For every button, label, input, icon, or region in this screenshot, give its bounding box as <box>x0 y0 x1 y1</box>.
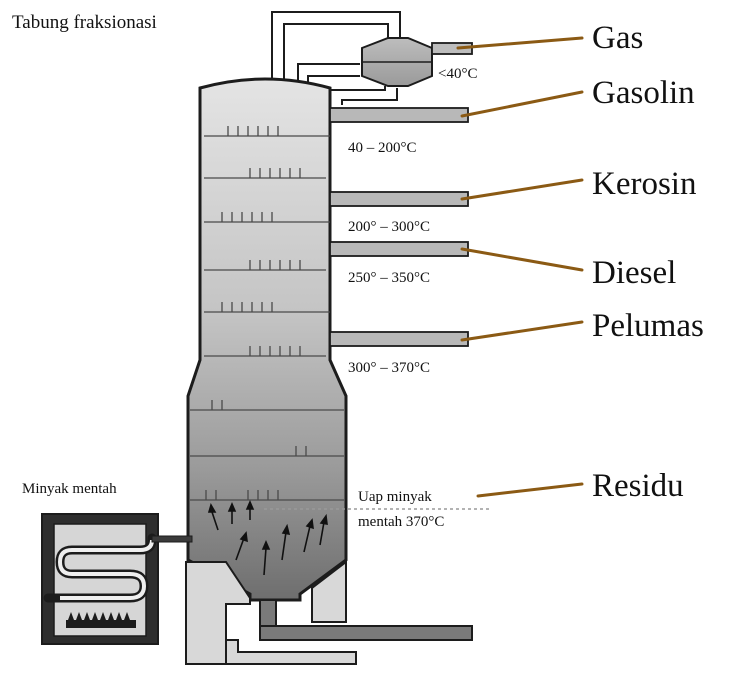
pelumas-temperature: 300° – 370°C <box>348 360 430 376</box>
leader-lines <box>456 36 584 498</box>
burner-flames <box>66 612 136 628</box>
pelumas-label: Pelumas <box>592 308 704 344</box>
diesel-leader-line <box>460 247 584 272</box>
kerosin-label: Kerosin <box>592 166 696 202</box>
gas-outlet-pipe <box>431 42 473 55</box>
tray-3 <box>204 212 330 223</box>
gasoline-draw-pipe <box>329 107 469 123</box>
diesel-label: Diesel <box>592 255 676 291</box>
vapor-label-line1: Uap minyak <box>358 489 432 505</box>
feed-label: Minyak mentah <box>22 481 117 497</box>
vapor-arrow <box>319 513 328 546</box>
tray-5 <box>204 302 330 313</box>
lubricant-draw-pipe <box>329 331 469 347</box>
pelumas-leader-line <box>460 320 584 342</box>
column-trays <box>190 126 344 501</box>
crude-oil-heater <box>41 513 193 645</box>
tray-4 <box>204 260 326 271</box>
gas-temperature: <40°C <box>438 66 477 82</box>
gas-label: Gas <box>592 20 643 56</box>
vapor-arrows <box>207 499 328 576</box>
gas-leader-line <box>456 36 584 50</box>
vapor-arrow <box>207 502 219 531</box>
vapor-arrow <box>303 518 314 553</box>
tray-7 <box>190 400 344 411</box>
gasolin-label: Gasolin <box>592 75 695 111</box>
diesel-temperature: 250° – 350°C <box>348 270 430 286</box>
residue-outlet-pipe <box>259 599 473 641</box>
vapor-arrow <box>227 501 237 524</box>
tray-2 <box>204 168 326 179</box>
fractionating-column <box>186 77 348 602</box>
diagram-title: Tabung fraksionasi <box>12 12 157 33</box>
vapor-arrow <box>281 523 291 561</box>
kerosin-temperature: 200° – 300°C <box>348 219 430 235</box>
kerosin-leader-line <box>460 178 584 201</box>
gasolin-temperature: 40 – 200°C <box>348 140 417 156</box>
vapor-arrow <box>245 499 255 520</box>
vapor-arrow <box>261 539 271 576</box>
tray-1 <box>204 126 330 137</box>
crude-feed-pipe <box>151 535 193 543</box>
side-draw-pipes <box>329 107 469 347</box>
tray-8 <box>190 446 344 457</box>
residu-label: Residu <box>592 468 684 504</box>
tray-9 <box>190 490 344 501</box>
vapor-label-line2: mentah 370°C <box>358 514 444 530</box>
column-support <box>185 559 357 665</box>
gasolin-leader-line <box>460 90 584 118</box>
diesel-draw-pipe <box>329 241 469 257</box>
tray-6 <box>204 346 326 357</box>
kerosene-draw-pipe <box>329 191 469 207</box>
vapor-arrow <box>235 531 248 561</box>
residu-leader-line <box>476 482 584 498</box>
